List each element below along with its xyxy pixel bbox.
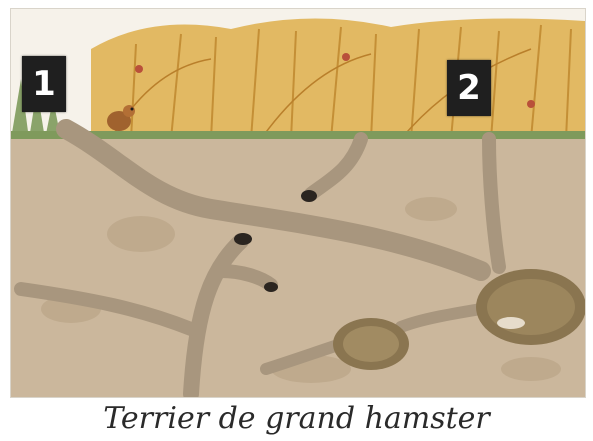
marker-2: 2 (447, 60, 491, 116)
marker-2-label: 2 (457, 68, 481, 108)
wheat-field (91, 18, 585, 139)
marker-1: 1 (22, 56, 66, 112)
marker-1-label: 1 (32, 64, 56, 104)
burrow-drawing (11, 9, 585, 397)
burrow-illustration (10, 8, 586, 398)
caption: Terrier de grand hamster (0, 400, 593, 438)
